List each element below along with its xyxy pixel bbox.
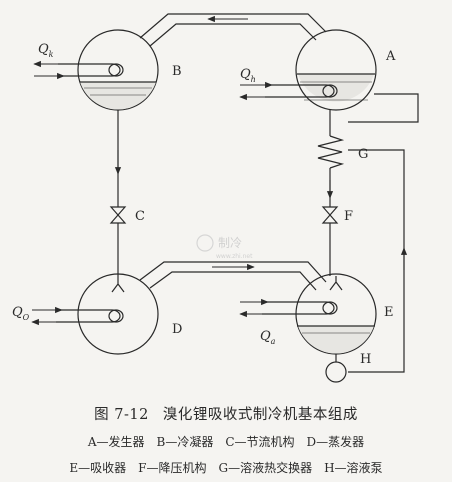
legend-line-1: A—发生器 B—冷凝器 C—节流机构 D—蒸发器 — [87, 435, 365, 449]
figure-caption: 图 7-12 溴化锂吸收式制冷机基本组成 — [0, 403, 452, 424]
heat-label-qo: QO — [12, 305, 30, 322]
label-e: E — [384, 305, 394, 320]
label-c: C — [135, 209, 145, 224]
label-h: H — [360, 352, 371, 367]
vapour-pipe-top — [139, 13, 327, 47]
label-a: A — [385, 49, 396, 64]
watermark-url: www.zhi.net — [216, 253, 253, 260]
label-b: B — [172, 64, 182, 79]
absorption-chiller-diagram: B A G C F D E H Qk Qh QO Qa 制冷 www.zhi.n… — [12, 13, 419, 383]
vapour-pipe-bottom — [139, 261, 327, 291]
label-d: D — [172, 322, 182, 337]
heat-label-qa: Qa — [260, 329, 276, 346]
label-f: F — [344, 209, 353, 224]
figure-title: 溴化锂吸收式制冷机基本组成 — [162, 407, 358, 423]
heat-label-qk: Qk — [38, 42, 54, 59]
figure-number: 图 7-12 — [94, 407, 149, 423]
generator-vessel-a — [265, 29, 377, 111]
label-g: G — [358, 147, 368, 162]
solution-pump-h — [325, 361, 347, 383]
heat-label-qh: Qh — [240, 67, 256, 84]
throttle-valve-c — [109, 206, 127, 224]
watermark: 制冷 www.zhi.net — [196, 234, 253, 260]
evaporator-vessel-d — [56, 273, 159, 355]
condenser-vessel-b — [58, 29, 159, 111]
pressure-reducer-f — [321, 206, 339, 224]
heat-exchanger-g — [317, 135, 345, 169]
watermark-text: 制冷 — [218, 236, 242, 250]
absorber-vessel-e — [262, 273, 377, 355]
legend-line-2: E—吸收器 F—降压机构 G—溶液热交换器 H—溶液泵 — [69, 461, 383, 475]
